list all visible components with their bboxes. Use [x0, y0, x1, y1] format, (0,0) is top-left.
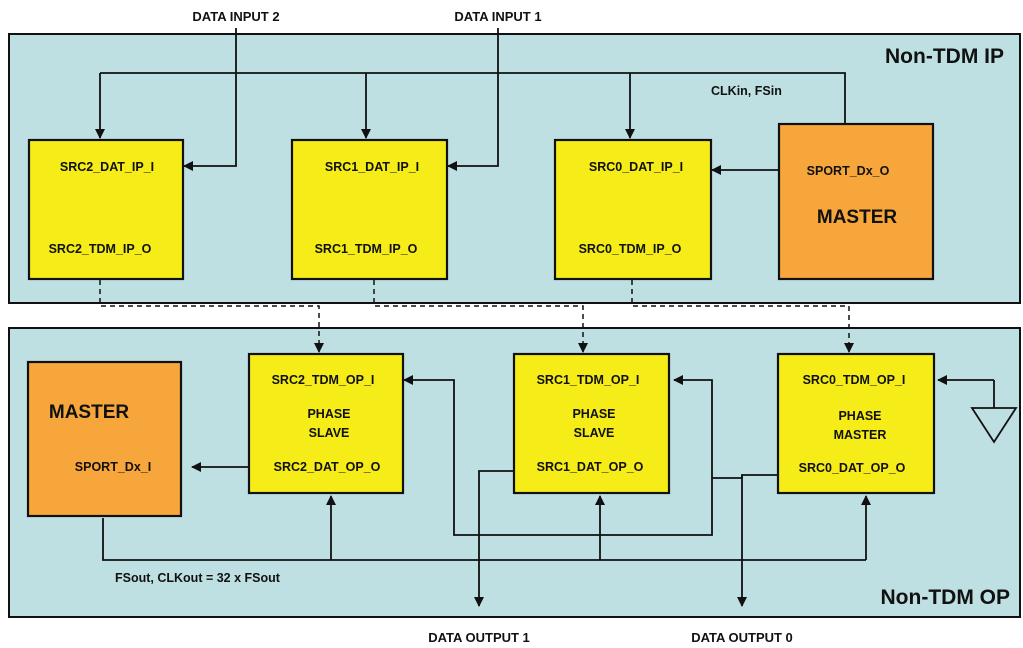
ip-master-block: SPORT_Dx_O MASTER [777, 122, 935, 281]
src0-role-label: MASTER [834, 428, 887, 442]
src1-output-block: SRC1_TDM_OP_I PHASE SLAVE SRC1_DAT_OP_O [512, 352, 671, 495]
src2-tdm-ip-o-port: SRC2_TDM_IP_O [49, 242, 152, 256]
op-wires [102, 375, 1018, 607]
ip-master-title: MASTER [817, 207, 898, 228]
src0-tdm-ip-o-port: SRC0_TDM_IP_O [579, 242, 682, 256]
src0-dat-op-o-port: SRC0_DAT_OP_O [799, 461, 906, 475]
src0-input-block: SRC0_DAT_IP_I SRC0_TDM_IP_O [553, 138, 713, 281]
src2-dat-op-o-port: SRC2_DAT_OP_O [274, 460, 381, 474]
src1-tdm-ip-o-port: SRC1_TDM_IP_O [315, 242, 418, 256]
non-tdm-ip-title: Non-TDM IP [885, 45, 1004, 68]
data-output-1-label: DATA OUTPUT 1 [428, 630, 530, 645]
src2-role-label: SLAVE [309, 426, 350, 440]
src2-phase-label: PHASE [307, 407, 350, 421]
sport-dx-i-port: SPORT_Dx_I [75, 460, 151, 474]
src1-role-label: SLAVE [574, 426, 615, 440]
op-master-title: MASTER [49, 402, 130, 423]
src0-tdm-op-i-port: SRC0_TDM_OP_I [803, 373, 906, 387]
src1-input-block: SRC1_DAT_IP_I SRC1_TDM_IP_O [290, 138, 449, 281]
src2-tdm-op-i-port: SRC2_TDM_OP_I [272, 373, 375, 387]
src2-output-block: SRC2_TDM_OP_I PHASE SLAVE SRC2_DAT_OP_O [247, 352, 405, 495]
data-input-1-label: DATA INPUT 1 [454, 9, 541, 24]
src2-input-block: SRC2_DAT_IP_I SRC2_TDM_IP_O [27, 138, 185, 281]
sport-dx-o-port: SPORT_Dx_O [807, 164, 890, 178]
src0-phase-label: PHASE [838, 409, 881, 423]
ip-wires [95, 28, 846, 175]
src0-output-block: SRC0_TDM_OP_I PHASE MASTER SRC0_DAT_OP_O [776, 352, 936, 495]
clkin-fsin-label: CLKin, FSin [711, 84, 782, 98]
src0-dat-ip-i-port: SRC0_DAT_IP_I [589, 160, 683, 174]
fsout-clkout-label: FSout, CLKout = 32 x FSout [115, 571, 281, 585]
src2-dat-ip-i-port: SRC2_DAT_IP_I [60, 160, 154, 174]
data-input-2-label: DATA INPUT 2 [192, 9, 279, 24]
src1-dat-ip-i-port: SRC1_DAT_IP_I [325, 160, 419, 174]
data-output-0-label: DATA OUTPUT 0 [691, 630, 793, 645]
src1-dat-op-o-port: SRC1_DAT_OP_O [537, 460, 644, 474]
src1-tdm-op-i-port: SRC1_TDM_OP_I [537, 373, 640, 387]
non-tdm-op-title: Non-TDM OP [881, 586, 1010, 609]
src1-phase-label: PHASE [572, 407, 615, 421]
op-master-block: MASTER SPORT_Dx_I [26, 360, 183, 518]
tdm-dashed-links [99, 280, 854, 353]
